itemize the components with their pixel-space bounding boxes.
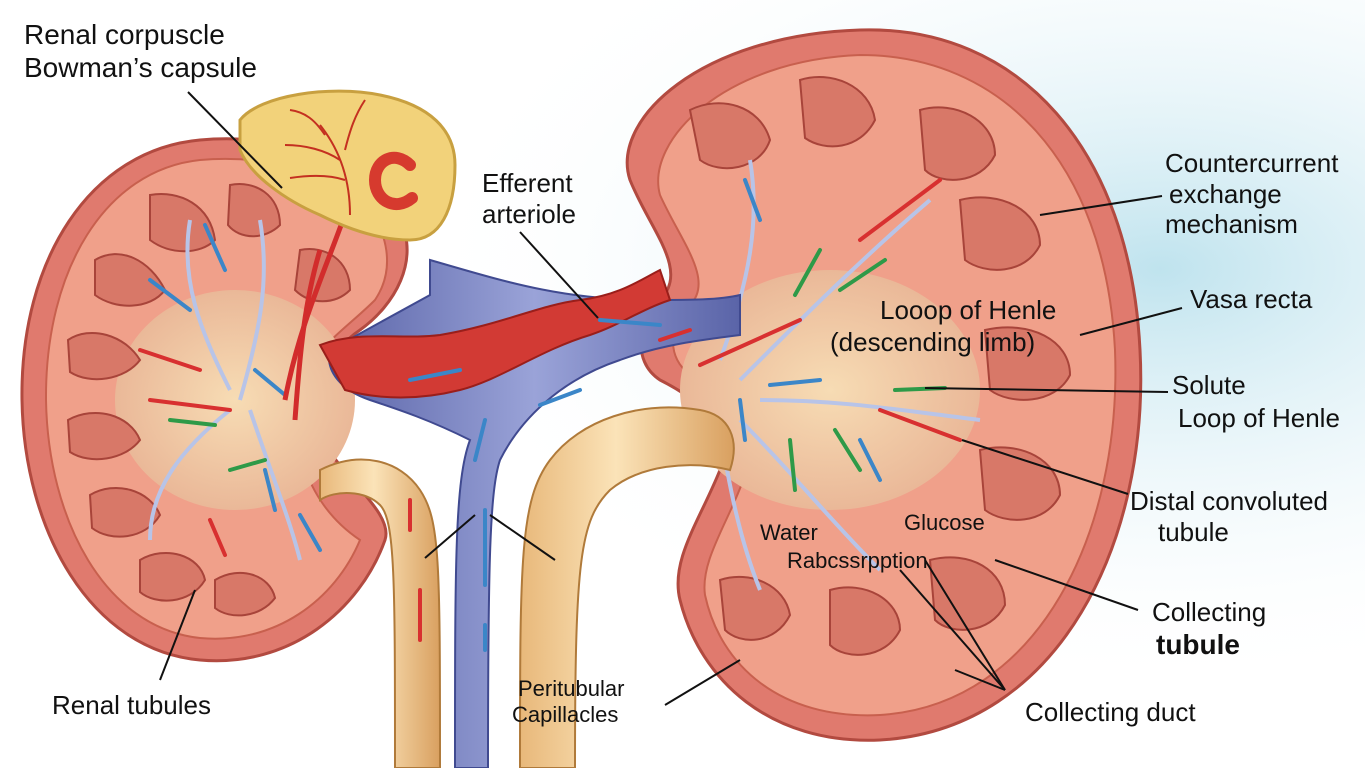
label-distal-line1: Distal convoluted xyxy=(1130,486,1328,516)
leader-lines xyxy=(159,91,1183,706)
label-loop-line2: (descending limb) xyxy=(830,327,1036,357)
label-distal-line2: tubule xyxy=(1158,516,1229,547)
label-water-line2: Rabcssrpption xyxy=(787,548,928,573)
label-distal: Distal convoluted tubule xyxy=(1130,486,1328,547)
label-collecting-tubule: Collecting tubule xyxy=(1152,597,1266,661)
label-countercurrent: Countercurrent exchange mechanism xyxy=(1165,148,1338,240)
label-solute: Solute xyxy=(1172,370,1246,401)
label-vasa-recta: Vasa recta xyxy=(1190,284,1313,314)
label-water-line1: Water xyxy=(760,520,818,545)
label-peritubular: Peritubular Capillacles xyxy=(512,676,625,728)
label-efferent-line1: Efferent xyxy=(482,168,573,198)
label-loop-line1: Looop of Henle xyxy=(880,295,1057,325)
label-peritubular-line2: Capillacles xyxy=(512,701,619,727)
label-efferent-line2: arteriole xyxy=(482,198,576,229)
label-efferent-arteriole: Efferent arteriole xyxy=(482,168,576,229)
label-renal-corpuscle-line1: Renal corpuscle xyxy=(24,19,225,50)
label-collecting-tubule-line2: tubule xyxy=(1156,628,1240,660)
label-solute-loop: Loop of Henle xyxy=(1178,403,1340,434)
left-kidney xyxy=(20,137,409,663)
label-water: Water xyxy=(760,520,818,546)
label-collecting-tubule-line1: Collecting xyxy=(1152,597,1267,627)
label-countercurrent-line2: exchange xyxy=(1169,178,1282,209)
label-loop-descending-sub: (descending limb) xyxy=(830,327,1035,358)
bowmans-capsule xyxy=(238,89,457,242)
right-kidney xyxy=(625,28,1143,742)
label-renal-corpuscle: Renal corpuscle Bowman’s capsule xyxy=(24,18,257,84)
label-countercurrent-line3: mechanism xyxy=(1165,209,1298,240)
label-renal-corpuscle-line2: Bowman’s capsule xyxy=(24,52,257,84)
label-countercurrent-line1: Countercurrent xyxy=(1165,148,1339,178)
label-collecting-duct: Collecting duct xyxy=(1025,697,1196,727)
label-water-reabsorption: Rabcssrpption xyxy=(787,548,928,574)
label-glucose: Glucose xyxy=(904,510,985,535)
label-loop-descending: Looop of Henle xyxy=(880,295,1056,326)
label-peritubular-line1: Peritubular xyxy=(518,676,625,701)
label-solute-line2: Loop of Henle xyxy=(1178,403,1340,433)
label-solute-line1: Solute xyxy=(1172,370,1246,400)
label-renal-tubules: Renal tubules xyxy=(52,690,211,720)
tubule-right xyxy=(519,406,735,768)
